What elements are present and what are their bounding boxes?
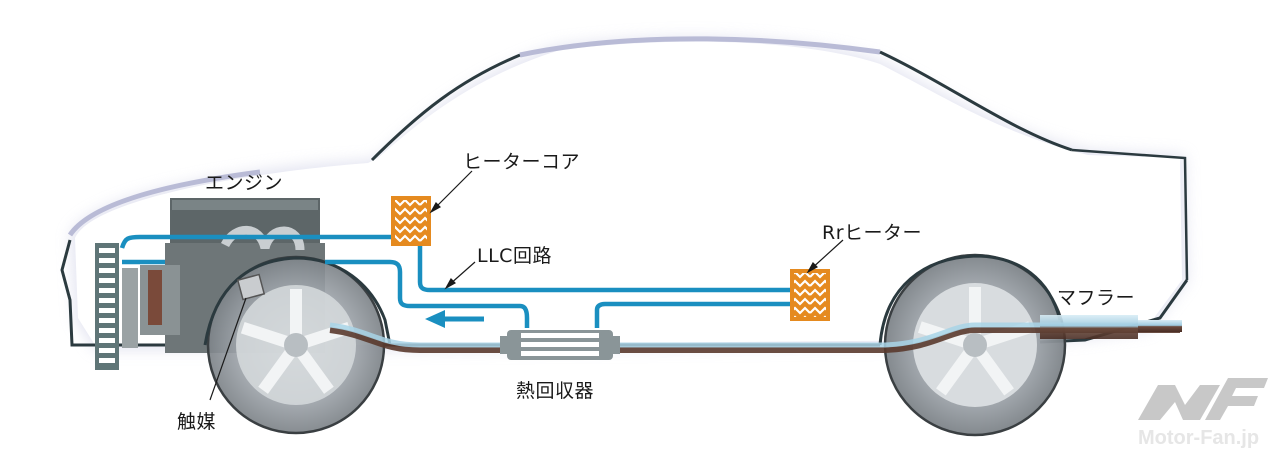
tailpipe bbox=[1138, 320, 1182, 332]
front-wheel-arch bbox=[203, 256, 392, 346]
leader-lines bbox=[209, 170, 844, 401]
roof-line-front bbox=[370, 53, 521, 162]
label-engine: エンジン bbox=[205, 172, 284, 194]
rear-wheel-arch bbox=[878, 254, 1062, 346]
flow-arrow-icon bbox=[425, 310, 484, 328]
radiator-slot bbox=[99, 348, 115, 353]
leader-catalyst bbox=[209, 297, 247, 401]
radiator-slot bbox=[99, 338, 115, 343]
label-muffler: マフラー bbox=[1057, 287, 1136, 309]
radiator-slot bbox=[99, 278, 115, 283]
roof-line-top bbox=[519, 36, 881, 58]
radiator-slot bbox=[99, 258, 115, 263]
watermark-text: Motor-Fan.jp bbox=[1138, 427, 1260, 449]
label-heater-core: ヒーターコア bbox=[463, 151, 581, 173]
catalyst-box bbox=[236, 273, 266, 301]
radiator-slot bbox=[99, 328, 115, 333]
front-wheel bbox=[206, 255, 386, 435]
rear-wheel bbox=[883, 253, 1067, 437]
radiator bbox=[95, 243, 119, 370]
exhaust-pipe bbox=[329, 315, 1182, 353]
rear-heater bbox=[790, 269, 830, 321]
radiator-slot bbox=[99, 298, 115, 303]
heat-recovery-unit bbox=[500, 330, 620, 360]
label-catalyst: 触媒 bbox=[177, 411, 217, 433]
heater-core bbox=[391, 196, 431, 246]
label-heat-recovery: 熱回収器 bbox=[516, 380, 595, 402]
hood-line bbox=[67, 169, 261, 237]
radiator-slot bbox=[99, 288, 115, 293]
leader-heater-core bbox=[432, 170, 473, 211]
radiator-slot bbox=[99, 318, 115, 323]
radiator-slot bbox=[99, 268, 115, 273]
trunk-line bbox=[1071, 148, 1189, 281]
radiator-slot bbox=[99, 358, 115, 363]
roof-line-rear bbox=[879, 50, 1073, 152]
car-body bbox=[75, 41, 1182, 345]
llc-circuit bbox=[119, 234, 790, 328]
radiator-slot bbox=[99, 308, 115, 313]
motor-fan-logo bbox=[1138, 378, 1268, 420]
radiator-slot bbox=[99, 248, 115, 253]
label-llc-circuit: LLC回路 bbox=[477, 245, 552, 267]
muffler-body bbox=[1040, 315, 1138, 339]
label-rear-heater: Rrヒーター bbox=[822, 222, 923, 244]
